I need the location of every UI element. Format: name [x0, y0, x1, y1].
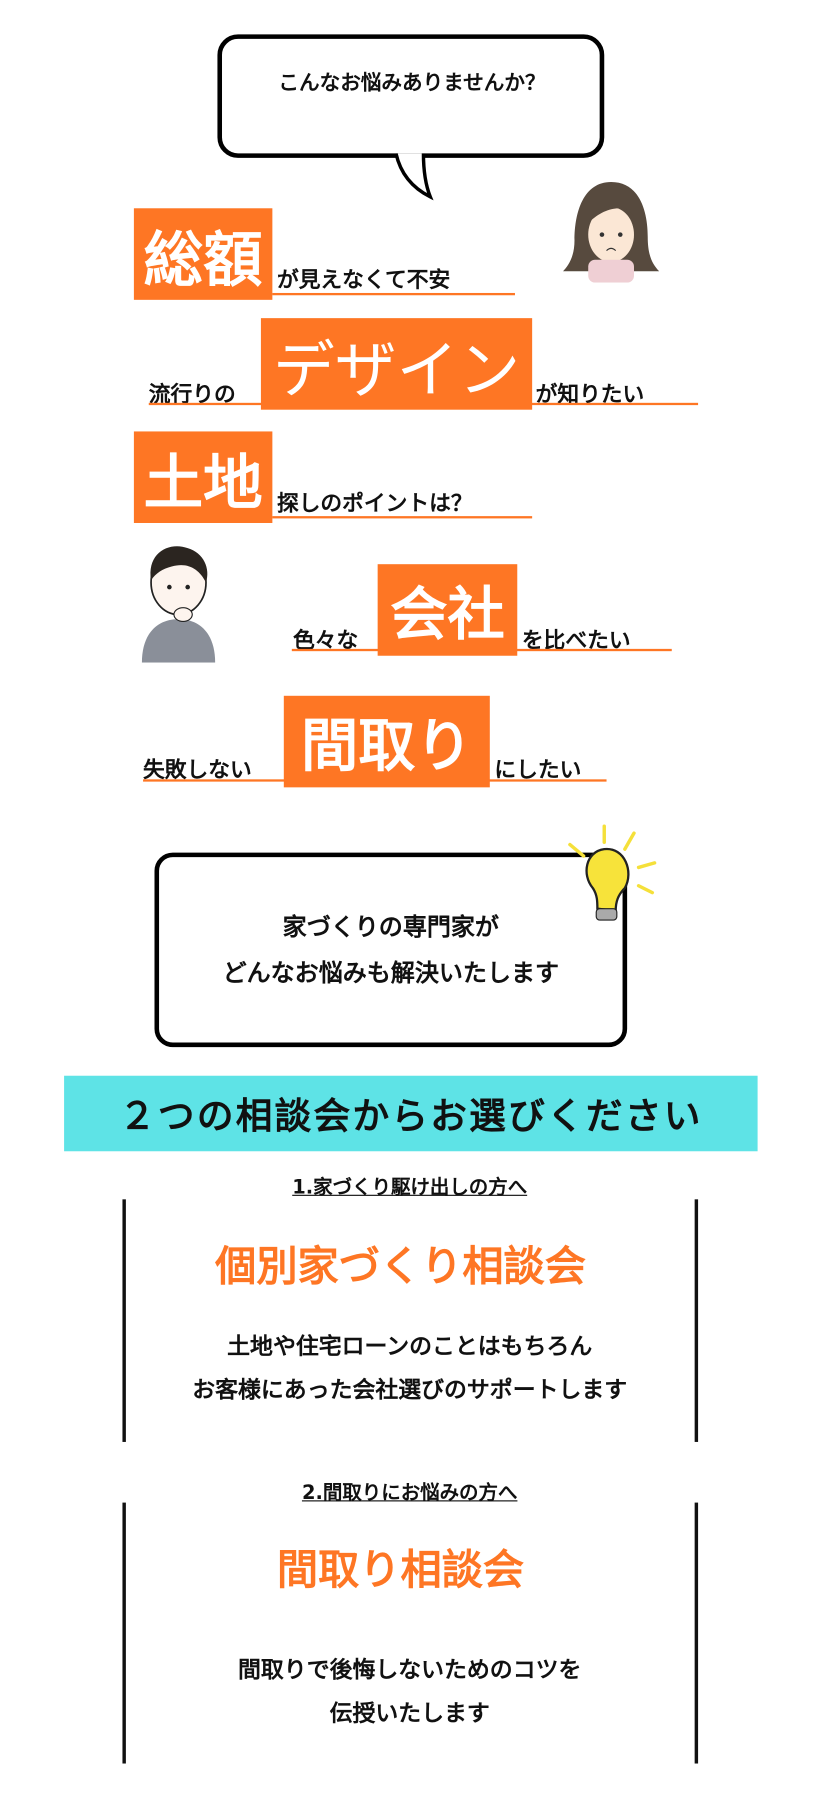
message-text: 家づくりの専門家が どんなお悩みも解決いたします — [154, 904, 627, 996]
consultation-description: 間取りで後悔しないためのコツを 伝授いたします — [112, 1648, 707, 1735]
message-line-2: どんなお悩みも解決いたします — [222, 959, 560, 987]
worry-text: にしたい — [494, 757, 582, 783]
underline — [272, 292, 515, 296]
highlight-design: デザイン — [260, 318, 533, 410]
bubble-text: こんなお悩みありませんか？ — [278, 70, 546, 95]
worry-text: 失敗しない — [143, 757, 252, 783]
worry-text: 探しのポイントは？ — [276, 490, 473, 517]
divider-left — [122, 1502, 126, 1764]
worried-woman-icon — [563, 181, 660, 283]
consultation-title: 個別家づくり相談会 — [215, 1243, 586, 1291]
consultation-title: 間取り相談会 — [276, 1547, 525, 1595]
divider-left — [122, 1199, 126, 1442]
description-line: 伝授いたします — [329, 1699, 490, 1727]
divider-right — [694, 1199, 699, 1442]
message-box — [154, 852, 628, 1048]
consultation-description: 土地や住宅ローンのことはもちろん お客様にあった会社選びのサポートします — [112, 1324, 707, 1411]
divider-right — [694, 1502, 699, 1764]
underline — [272, 516, 533, 519]
description-line: 土地や住宅ローンのことはもちろん — [227, 1332, 593, 1360]
highlight-floorplan: 間取り — [283, 695, 490, 788]
thinking-man-icon — [141, 546, 216, 663]
consultation-heading: 1.家づくり駆け出しの方へ — [292, 1176, 528, 1200]
highlight-land: 土地 — [133, 431, 273, 523]
description-line: お客様にあった会社選びのサポートします — [192, 1375, 628, 1404]
highlight-total-cost: 総額 — [133, 208, 273, 300]
underline — [291, 648, 672, 652]
description-line: 間取りで後悔しないためのコツを — [238, 1655, 582, 1684]
lightbulb-icon — [568, 824, 657, 921]
speech-bubble-tail — [394, 153, 434, 201]
section-banner: ２つの相談会からお選びください — [64, 1075, 758, 1152]
consultation-heading: 2.間取りにお悩みの方へ — [301, 1481, 518, 1505]
worry-text: が見えなくて不安 — [276, 267, 451, 293]
highlight-company: 会社 — [377, 564, 518, 656]
underline — [143, 779, 607, 782]
underline — [148, 402, 699, 406]
message-line-1: 家づくりの専門家が — [282, 913, 499, 941]
